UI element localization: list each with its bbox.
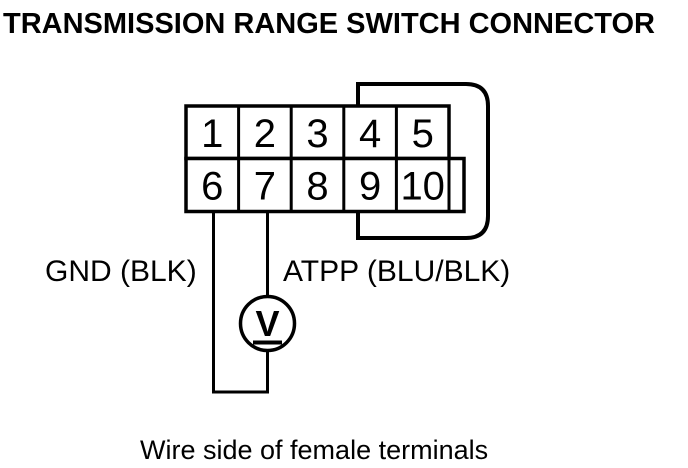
- pin-label-1: 1: [201, 112, 223, 156]
- pin-label-6: 6: [201, 165, 223, 209]
- pin-label-8: 8: [306, 165, 328, 209]
- voltmeter-circle: [238, 294, 297, 353]
- pin-row-bottom: [184, 156, 466, 214]
- voltmeter-icon: V: [238, 294, 297, 353]
- pin-label-10: 10: [400, 165, 445, 209]
- test-lead-wires: [212, 211, 269, 394]
- voltmeter-letter: V: [255, 303, 279, 344]
- view-caption: Wire side of female terminals: [140, 435, 488, 465]
- pin-label-5: 5: [412, 112, 434, 156]
- pin-label-2: 2: [254, 112, 276, 156]
- diagram-title: TRANSMISSION RANGE SWITCH CONNECTOR: [3, 8, 655, 40]
- pin-label-9: 9: [359, 165, 381, 209]
- atpp-wire-label: ATPP (BLU/BLK): [283, 255, 510, 288]
- gnd-wire-label: GND (BLK): [45, 255, 197, 288]
- pin-grid-dividers: [237, 106, 451, 212]
- pin-label-3: 3: [306, 112, 328, 156]
- pin-label-4: 4: [359, 112, 381, 156]
- pin-row-top: [184, 104, 451, 161]
- pin-label-7: 7: [254, 165, 276, 209]
